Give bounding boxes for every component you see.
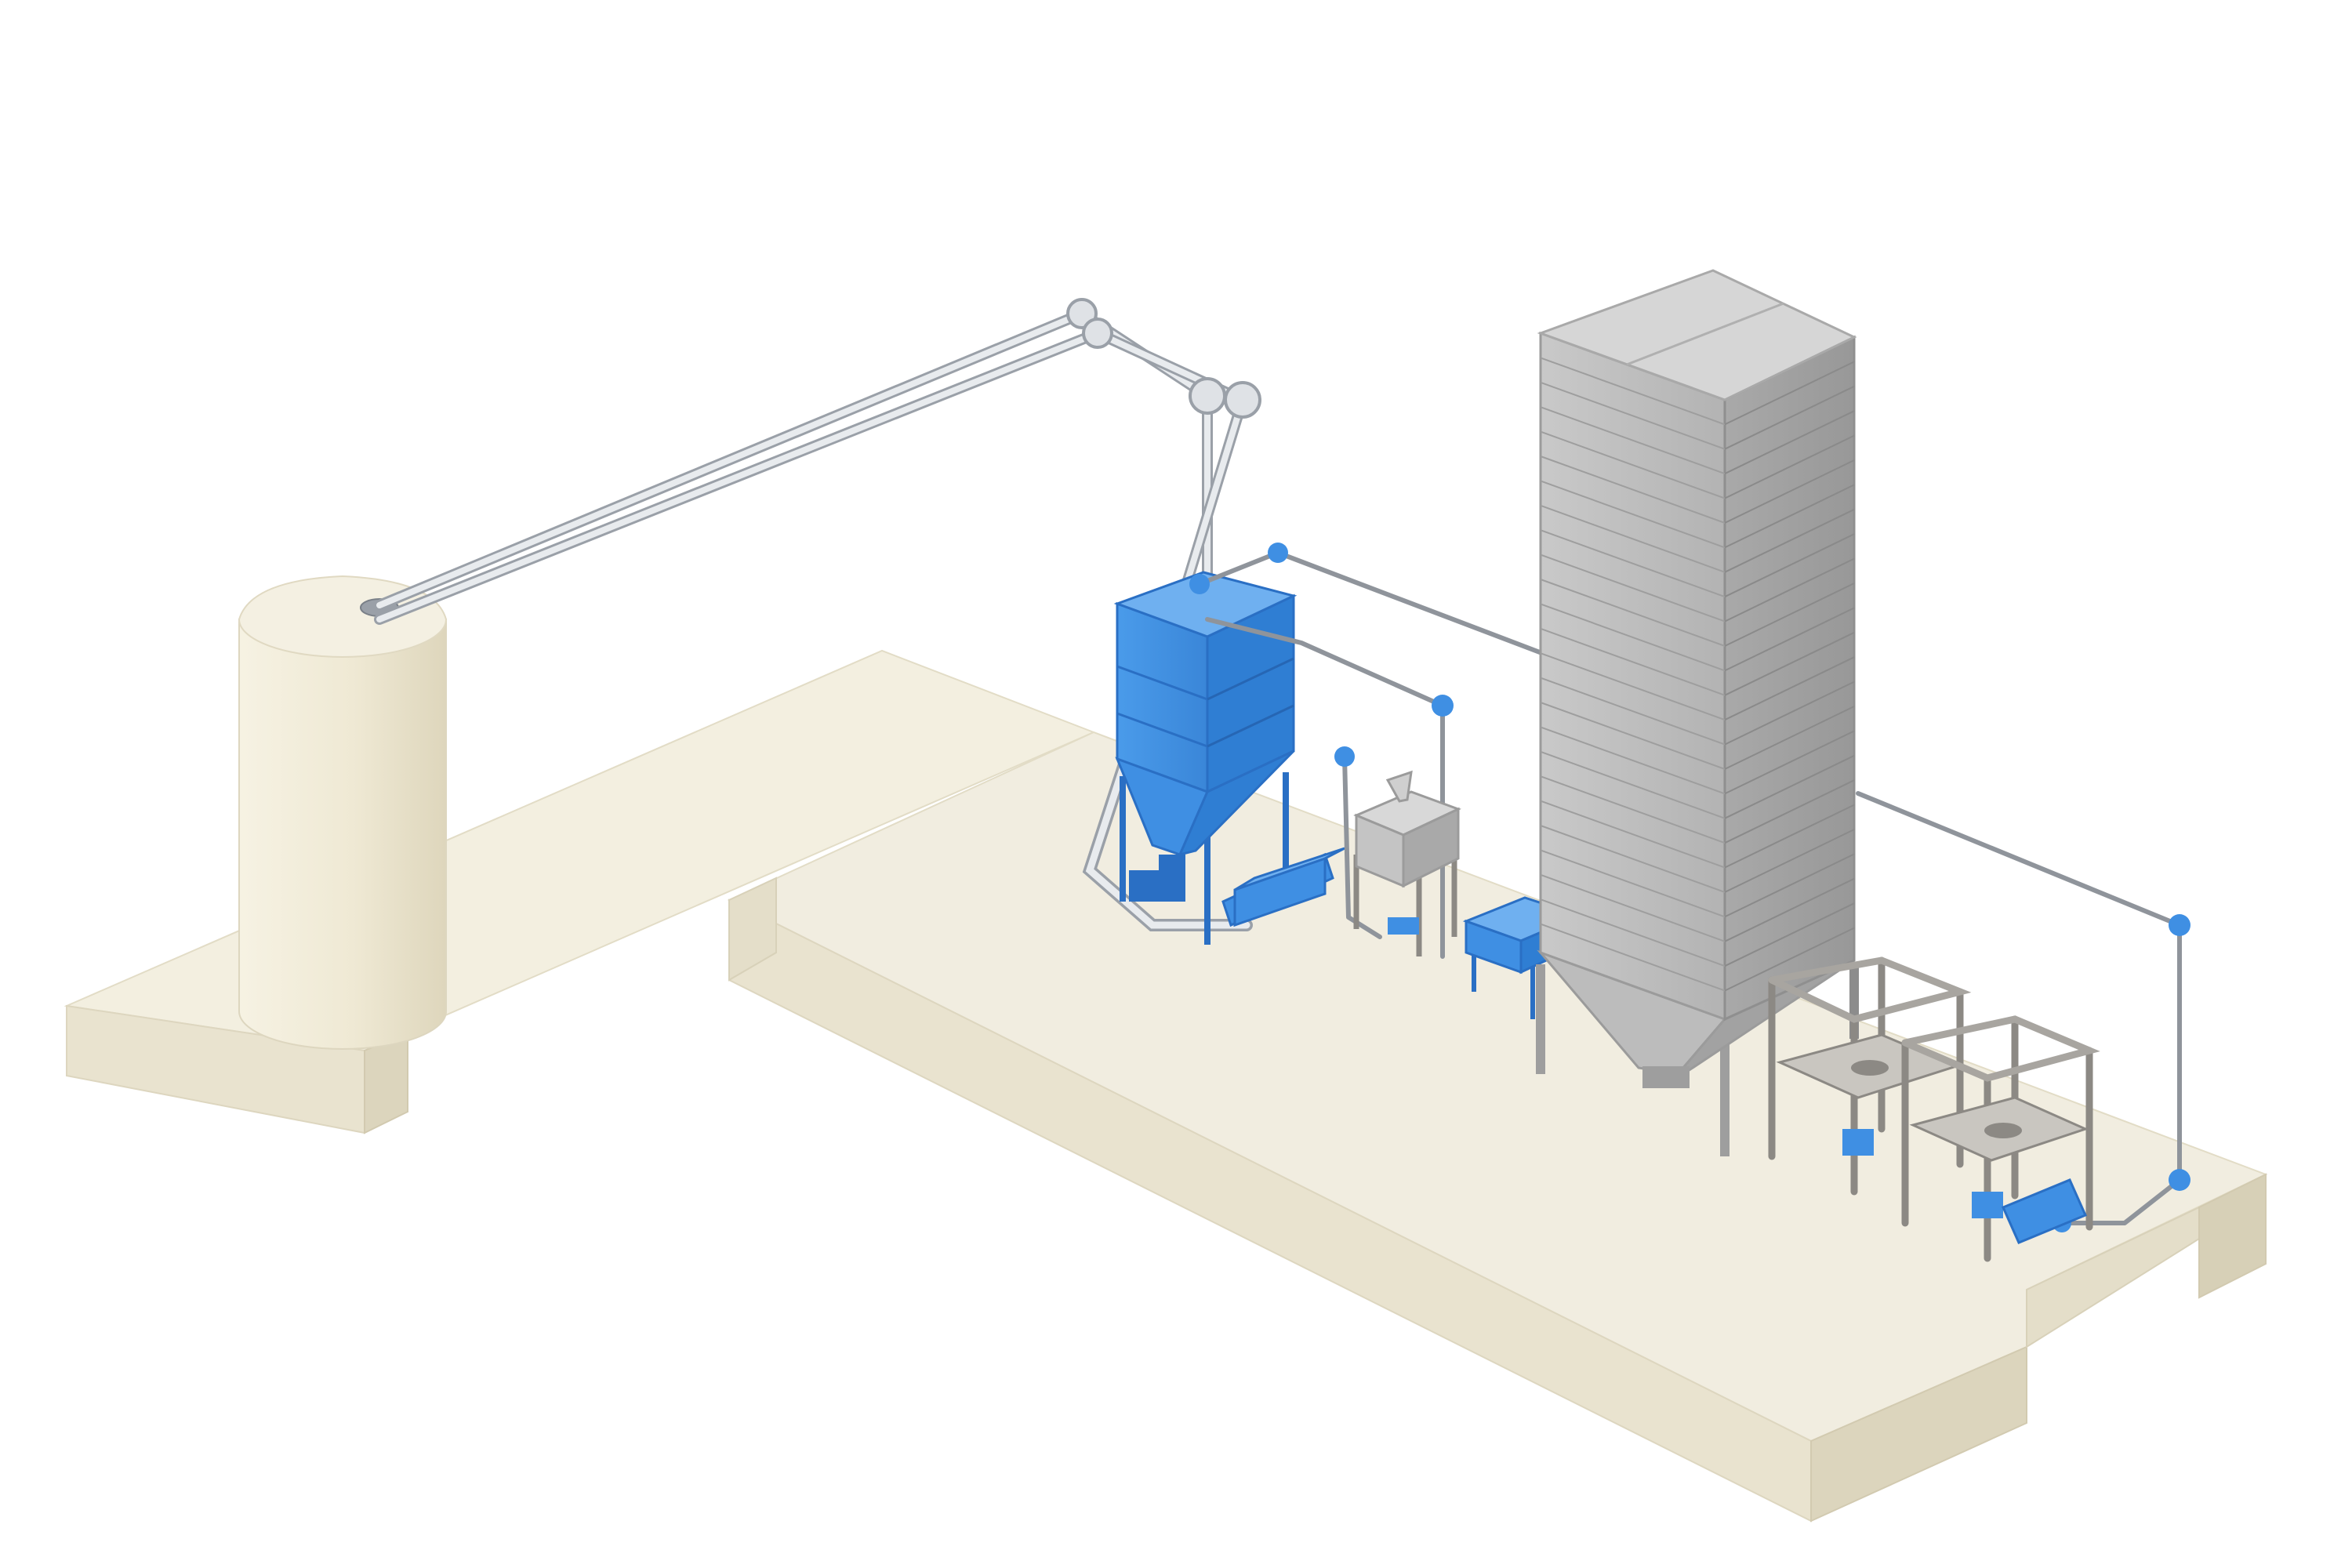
- inlet-funnel: [1385, 770, 1413, 803]
- flange-icon: [2169, 1169, 2190, 1191]
- storage-tank: [238, 575, 448, 1050]
- hopper-lid: [1113, 571, 1298, 638]
- unloader-valve: [1842, 1129, 1874, 1156]
- silo-ring-side: [1724, 927, 1855, 992]
- silo-ring-front: [1540, 923, 1726, 992]
- silo-ring-side: [1724, 681, 1855, 746]
- unloader-valve: [1972, 1192, 2003, 1218]
- pipe-bend-icon: [1189, 377, 1226, 415]
- silo-ring-front: [1540, 898, 1726, 967]
- silo-ring-front: [1540, 677, 1726, 746]
- silo-ring-side: [1724, 779, 1855, 844]
- silo-ring-front: [1540, 554, 1726, 622]
- unloader-spout: [1851, 1060, 1889, 1076]
- storage-silo: [1536, 269, 1859, 1156]
- hopper-discharge-valve: [1159, 855, 1185, 902]
- pipe-bend-icon: [1082, 318, 1113, 349]
- bulk-bag-unloaders: [1768, 956, 2100, 1262]
- floor-main-right-face: [1810, 1345, 2027, 1523]
- silo-ring-front: [1540, 825, 1726, 893]
- silo-ring-front: [1540, 406, 1726, 475]
- frame-top: [1768, 956, 1972, 1023]
- silo-ring-front: [1540, 456, 1726, 524]
- frame-top: [1901, 1015, 2100, 1082]
- silo-ring-front: [1540, 603, 1726, 672]
- bulk-bag-unloader-2: [1901, 1015, 2100, 1262]
- silo-ring-side: [1724, 361, 1855, 426]
- silo-ring-front: [1540, 430, 1726, 499]
- silo-roof: [1537, 269, 1857, 401]
- silo-ring-side: [1724, 410, 1855, 475]
- silo-ring-front: [1540, 726, 1726, 795]
- hopper-seam: [1116, 712, 1208, 748]
- storage-tank-body: [238, 619, 447, 1050]
- silo-ring-front: [1540, 873, 1726, 942]
- silo-ring-front: [1540, 775, 1726, 844]
- silo-ring-side: [1724, 484, 1855, 549]
- silo-ring-side: [1724, 853, 1855, 918]
- flange-icon: [1268, 543, 1288, 563]
- hopper-seam: [1116, 665, 1208, 701]
- conveying-pipeline: [374, 298, 1261, 931]
- silo-ring-side: [1724, 459, 1855, 524]
- silo-ring-side: [1724, 706, 1855, 770]
- silo-ring-front: [1540, 529, 1726, 598]
- silo-ring-side: [1724, 829, 1855, 893]
- flange-icon: [1189, 574, 1210, 594]
- silo-ring-side: [1724, 583, 1855, 647]
- silo-ring-side: [1724, 607, 1855, 672]
- silo-ring-front: [1540, 750, 1726, 819]
- flange-icon: [2169, 914, 2190, 936]
- distribution-pipe-mixer: [1342, 754, 1382, 939]
- silo-ring-side: [1724, 730, 1855, 795]
- silo-ring-front: [1540, 800, 1726, 869]
- silo-ring-side: [1724, 557, 1855, 622]
- silo-ring-front: [1540, 652, 1726, 721]
- rotary-valve: [1129, 870, 1160, 902]
- silo-ring-side: [1724, 631, 1855, 696]
- silo-ring-side: [1724, 533, 1855, 598]
- silo-ring-side: [1724, 902, 1855, 967]
- hopper-seam: [1207, 704, 1294, 748]
- silo-ring-front: [1540, 504, 1726, 573]
- silo-ring-side: [1724, 877, 1855, 942]
- flange-icon: [1432, 695, 1454, 717]
- silo-ring-side: [1724, 754, 1855, 819]
- weigh-hopper-station: [1353, 770, 1461, 956]
- silo-discharge: [1642, 1066, 1690, 1088]
- silo-ring-front: [1540, 627, 1726, 696]
- silo-ring-side: [1724, 804, 1855, 869]
- silo-ring-front: [1540, 480, 1726, 549]
- silo-stiffener-rings: [1540, 357, 1855, 992]
- silo-ring-front: [1540, 849, 1726, 918]
- floor-trench: [728, 877, 777, 982]
- discharge-gate: [1388, 917, 1419, 935]
- silo-ring-side: [1724, 508, 1855, 573]
- blower-unit: [2002, 1178, 2087, 1244]
- silo-ring-front: [1540, 579, 1726, 647]
- floor-end-face: [2198, 1173, 2267, 1299]
- unloader-spout: [1984, 1123, 2022, 1138]
- silo-ring-side: [1724, 656, 1855, 721]
- weigh-hopper-side: [1402, 807, 1460, 888]
- silo-ring-side: [1724, 434, 1855, 499]
- flange-icon: [1334, 746, 1355, 767]
- conveying-pipe-lower-highlight: [376, 329, 1247, 622]
- silo-ring-side: [1724, 385, 1855, 450]
- silo-ring-front: [1540, 357, 1726, 426]
- receiving-hopper: [1113, 571, 1345, 945]
- silo-ring-front: [1540, 381, 1726, 450]
- conveying-pipe-lower: [374, 327, 1250, 625]
- silo-body-front: [1539, 331, 1726, 1022]
- silo-roof-seam: [1626, 302, 1784, 366]
- silo-ring-front: [1540, 702, 1726, 770]
- hopper-seam: [1207, 657, 1294, 701]
- pipe-bend-icon: [1224, 381, 1261, 419]
- hopper-cone-side: [1178, 750, 1295, 857]
